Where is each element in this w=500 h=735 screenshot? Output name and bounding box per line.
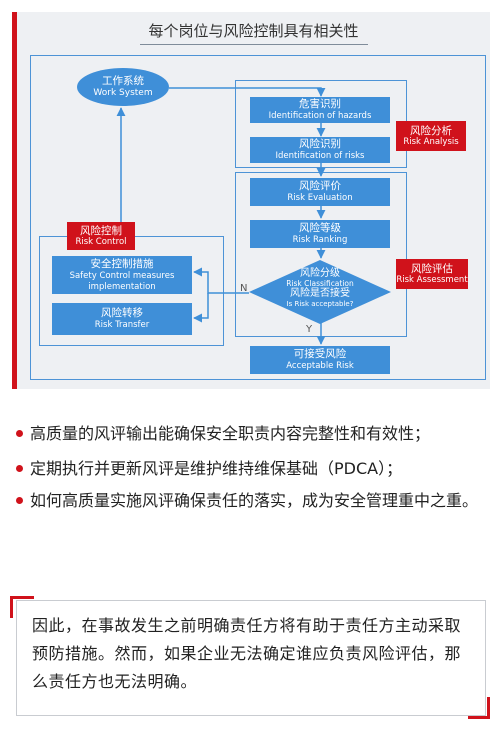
quote-corner-bottom-right [468,716,490,719]
decision-label: 风险分级 Risk Classification 风险是否接受 Is Risk … [262,268,378,316]
risk-assessment-tag: 风险评估 Risk Assessment [396,259,468,289]
safety-control-zh: 安全控制措施 [90,257,154,270]
assessment-tag-en: Risk Assessment [396,275,468,286]
evaluation-box: 风险评价 Risk Evaluation [250,178,390,206]
bullet-item-1: 高质量的风评输出能确保安全职责内容完整性和有效性； [16,421,490,447]
quote-corner-bottom-right-vertical [487,697,490,719]
bullet-text: 定期执行并更新风评是维护维持维保基础（PDCA）； [30,459,403,478]
safety-control-box: 安全控制措施 Safety Control measures implement… [52,256,192,294]
acceptable-en: Acceptable Risk [286,361,354,372]
ranking-box: 风险等级 Risk Ranking [250,220,390,248]
ranking-en: Risk Ranking [292,235,348,246]
risk-transfer-box: 风险转移 Risk Transfer [52,303,192,335]
acceptable-risk-box: 可接受风险 Acceptable Risk [250,346,390,374]
evaluation-zh: 风险评价 [299,180,341,193]
work-system-node: 工作系统 Work System [77,68,169,106]
bullet-item-2: 定期执行并更新风评是维护维持维保基础（PDCA）； [16,456,490,482]
decision-diamond [249,260,391,324]
risk-control-tag: 风险控制 Risk Control [67,222,135,250]
safety-control-en2: implementation [88,281,156,292]
bullet-item-3: 如何高质量实施风评确保责任的落实，成为安全管理重中之重。 [16,486,490,516]
risks-box: 风险识别 Identification of risks [250,137,390,163]
quote-box [16,600,486,716]
bullet-text: 如何高质量实施风评确保责任的落实，成为安全管理重中之重。 [30,491,479,510]
ranking-zh: 风险等级 [299,222,341,235]
classification-en: Risk Classification [286,278,354,288]
hazards-zh: 危害识别 [299,98,341,111]
bullet-text: 高质量的风评输出能确保安全职责内容完整性和有效性； [30,424,431,443]
hazards-box: 危害识别 Identification of hazards [250,97,390,123]
bullet-dot-icon [16,430,23,437]
analysis-tag-en: Risk Analysis [403,137,459,148]
transfer-en: Risk Transfer [94,320,150,331]
work-system-en: Work System [93,87,153,98]
arrow-work-to-hazards [169,87,326,97]
classification-zh: 风险分级 [300,268,340,279]
evaluation-en: Risk Evaluation [287,193,353,204]
analysis-tag-zh: 风险分析 [410,124,452,137]
quote-corner-top-left [10,596,34,599]
safety-control-en1: Safety Control measures [69,270,175,281]
flow-connectors [116,87,391,345]
work-system-zh: 工作系统 [102,74,144,87]
quote-corner-top-left-vertical [10,596,13,618]
diagram-title: 每个岗位与风险控制具有相关性 [148,22,359,40]
assessment-tag-zh: 风险评估 [411,262,453,275]
control-tag-zh: 风险控制 [80,224,122,237]
hazards-en: Identification of hazards [268,111,372,122]
risks-en: Identification of risks [275,151,365,162]
yes-label: Y [306,324,313,335]
transfer-zh: 风险转移 [101,307,143,320]
outer-frame [30,55,486,380]
quote-text: 因此，在事故发生之前明确责任方将有助于责任方主动采取预防措施。然而，如果企业无法… [32,616,462,691]
control-tag-en: Risk Control [75,237,127,248]
acceptable-question-en: Is Risk acceptable? [286,299,354,308]
acceptable-zh: 可接受风险 [293,348,347,361]
title-underline [140,44,368,45]
arrow-no-to-transfer [193,293,209,323]
bullet-dot-icon [16,497,23,504]
acceptable-question-zh: 风险是否接受 [290,288,350,300]
panel-accent-bar [12,12,17,389]
no-label: N [240,283,248,294]
risk-analysis-tag: 风险分析 Risk Analysis [396,121,466,151]
arrow-no-to-safety [193,267,249,294]
risks-zh: 风险识别 [299,138,341,151]
bullet-dot-icon [16,465,23,472]
